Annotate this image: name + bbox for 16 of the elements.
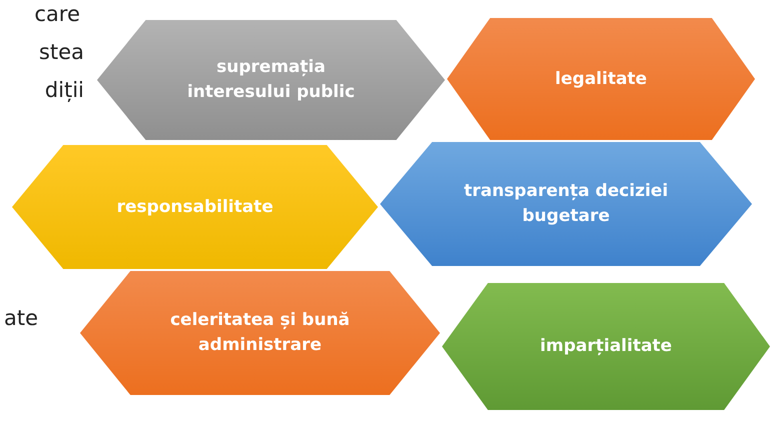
hexagon-shape [12, 145, 378, 269]
text-fragment: diții [44, 78, 84, 102]
text-fragment: care [34, 2, 80, 26]
node-label: transparența deciziei bugetare [462, 180, 670, 228]
hexagon-shape [80, 271, 440, 395]
hexagon-shape [380, 142, 752, 266]
hexagon-shape [97, 20, 445, 140]
node-label: responsabilitate [116, 196, 274, 219]
hexagon-shape [447, 18, 755, 140]
hexagon-shape [442, 283, 770, 410]
node-label: legalitate [555, 68, 647, 91]
node-label: celeritatea și bună administrare [169, 309, 351, 357]
text-fragment: ate [4, 306, 38, 330]
node-label: imparțialitate [540, 335, 672, 358]
text-fragment: stea [39, 40, 84, 64]
node-label: supremația interesului public [186, 56, 356, 104]
